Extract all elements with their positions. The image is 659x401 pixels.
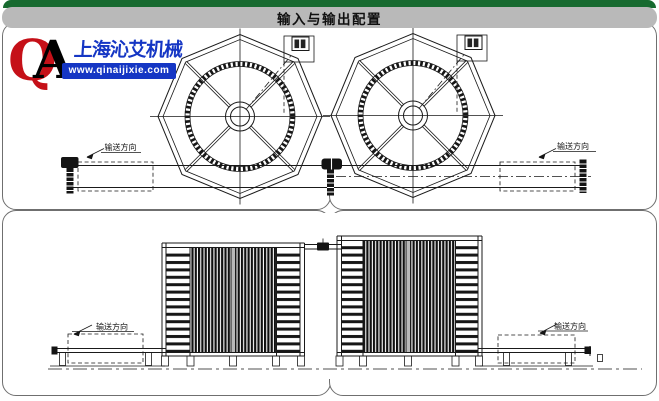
tower-legs: [161, 355, 305, 367]
outfeed-drive-icon: [579, 159, 587, 193]
page-title: 输入与输出配置: [277, 11, 382, 27]
arrow-icon: [538, 153, 546, 160]
top-view-drawing: 输送方向 输送方向: [61, 28, 596, 210]
conveyor-end-drive-icon: [51, 346, 58, 355]
transfer-drive-icon: [321, 158, 342, 196]
logo-a-letter: A: [33, 30, 74, 91]
direction-callout-front-left: 输送方向: [72, 322, 134, 337]
outfeed-conveyor-front: [478, 334, 603, 367]
infeed-conveyor-front: [50, 333, 166, 367]
infeed-drive-icon: [61, 157, 79, 194]
bridge-drive-icon: [317, 242, 329, 251]
company-logo: Q A 上海沁艾机械 www.qinaijixie.com: [8, 28, 183, 94]
spiral-tower-plan-right: [323, 28, 503, 204]
header-green-strip: [3, 0, 656, 8]
arrow-icon: [539, 329, 547, 336]
direction-callout-front-right: 输送方向: [538, 321, 588, 336]
logo-company-name: 上海沁艾机械: [73, 40, 183, 61]
direction-callout-plan-right: 输送方向: [538, 141, 596, 160]
conveyor-end-drive-icon: [584, 346, 591, 354]
panel-top-right: [329, 22, 657, 210]
spiral-tower-front-left: [161, 242, 305, 367]
direction-label: 输送方向: [96, 322, 128, 332]
spiral-tower-front-right: [335, 235, 483, 367]
section-mark: [597, 354, 603, 362]
title-bar: 输入与输出配置: [2, 7, 657, 28]
logo-q-letter: Q: [8, 28, 57, 94]
logo-website-url: www.qinaijixie.com: [62, 63, 176, 79]
bridge-conveyor: [304, 238, 342, 251]
tower-legs: [335, 355, 483, 367]
direction-label: 输送方向: [554, 321, 586, 331]
direction-label: 输送方向: [557, 141, 589, 151]
direction-callout-plan-left: 输送方向: [86, 142, 141, 160]
arrow-icon: [73, 330, 81, 337]
arrow-icon: [86, 153, 94, 160]
direction-label: 输送方向: [105, 142, 137, 152]
front-view-drawing: 输送方向 输送方向: [48, 235, 642, 370]
